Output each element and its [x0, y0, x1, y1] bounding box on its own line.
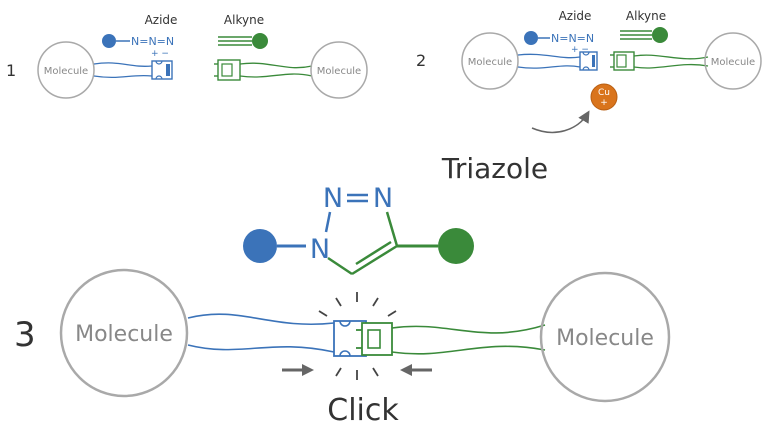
n-n-bond-left: [324, 211, 332, 233]
ring-atom-n-top-right: N: [373, 183, 393, 214]
click-burst: [318, 292, 397, 380]
molecule-left-circle: [59, 268, 189, 398]
azide-tether-bottom: [517, 65, 581, 69]
molecule-right-circle: [310, 41, 368, 99]
catalyst-arrow: [531, 110, 590, 134]
azide-tether-top: [517, 53, 581, 59]
alkyne-connector: [214, 59, 241, 81]
alkyne-tether-bottom: [239, 73, 313, 78]
molecule-right-label: Molecule: [556, 326, 654, 351]
azide-formula: N=N=N: [551, 32, 594, 45]
azide-connector: [579, 51, 598, 71]
azide-connector-large: [333, 320, 367, 357]
catalyst-charge: +: [600, 98, 608, 108]
molecule-right-circle: [539, 271, 671, 403]
molecule-left-label: Molecule: [75, 322, 173, 347]
azide-formula: N=N=N: [131, 35, 174, 48]
push-arrow-right: [400, 364, 432, 376]
molecule-left-circle: [461, 32, 519, 90]
copper-catalyst: Cu +: [590, 83, 618, 111]
azide-label: Azide: [145, 13, 178, 27]
panel-1: 1 Molecule Azide N=N=N + − Alkyne: [6, 13, 368, 99]
ring-double-bond-inner: [355, 240, 392, 266]
molecule-right-label: Molecule: [711, 57, 755, 68]
alkyne-tether-top: [239, 62, 313, 69]
azide-connector: [151, 60, 173, 80]
azide-tether-top: [93, 62, 153, 67]
step-number-3: 3: [14, 315, 36, 355]
step-number-1: 1: [6, 61, 16, 80]
ring-atom-n-top-left: N: [323, 183, 343, 214]
azide-ball-large: [243, 229, 277, 263]
azide-ball: [102, 34, 116, 48]
panel-3: Triazole N N N 3 Molecule: [14, 152, 671, 428]
molecule-left-label: Molecule: [44, 66, 88, 77]
azide-label: Azide: [559, 9, 592, 23]
azide-tether-top: [187, 313, 335, 326]
ring-bond-bottom-right: [351, 244, 398, 276]
push-arrow-left: [282, 364, 314, 376]
alkyne-tether-bottom: [633, 63, 709, 69]
molecule-right-label: Molecule: [317, 66, 361, 77]
step-number-2: 2: [416, 51, 426, 70]
alkyne-ball: [252, 33, 268, 49]
alkyne-connector-large: [356, 322, 393, 356]
molecule-left-circle: [37, 41, 95, 99]
azide-tether-bottom: [187, 344, 335, 353]
alkyne-ball-large: [438, 228, 474, 264]
ring-bond-bottom-left: [327, 256, 353, 276]
panel-2: 2 Molecule Azide N=N=N + − Alkyne: [416, 9, 762, 134]
alkyne-tether-bottom: [391, 345, 546, 355]
click-label: Click: [327, 393, 399, 428]
alkyne-connector: [610, 51, 635, 71]
azide-charges: + −: [571, 45, 589, 55]
alkyne-tether-top: [391, 324, 546, 334]
alkyne-label: Alkyne: [626, 9, 666, 23]
alkyne-tether-top: [633, 54, 709, 60]
alkyne-triple-bond: [218, 36, 252, 46]
ring-bond-right: [385, 211, 399, 247]
alkyne-label: Alkyne: [224, 13, 264, 27]
alkyne-ball: [652, 27, 668, 43]
triazole-structure: N N N: [243, 183, 474, 276]
molecule-right-circle: [704, 32, 762, 90]
alkyne-triple-bond: [620, 30, 652, 40]
triazole-label: Triazole: [441, 152, 548, 185]
ring-atom-n-left: N: [310, 234, 330, 265]
azide-tether-bottom: [93, 74, 153, 79]
azide-ball: [524, 31, 538, 45]
catalyst-symbol: Cu: [598, 88, 610, 98]
azide-charges: + −: [151, 49, 169, 59]
molecule-left-label: Molecule: [468, 57, 512, 68]
